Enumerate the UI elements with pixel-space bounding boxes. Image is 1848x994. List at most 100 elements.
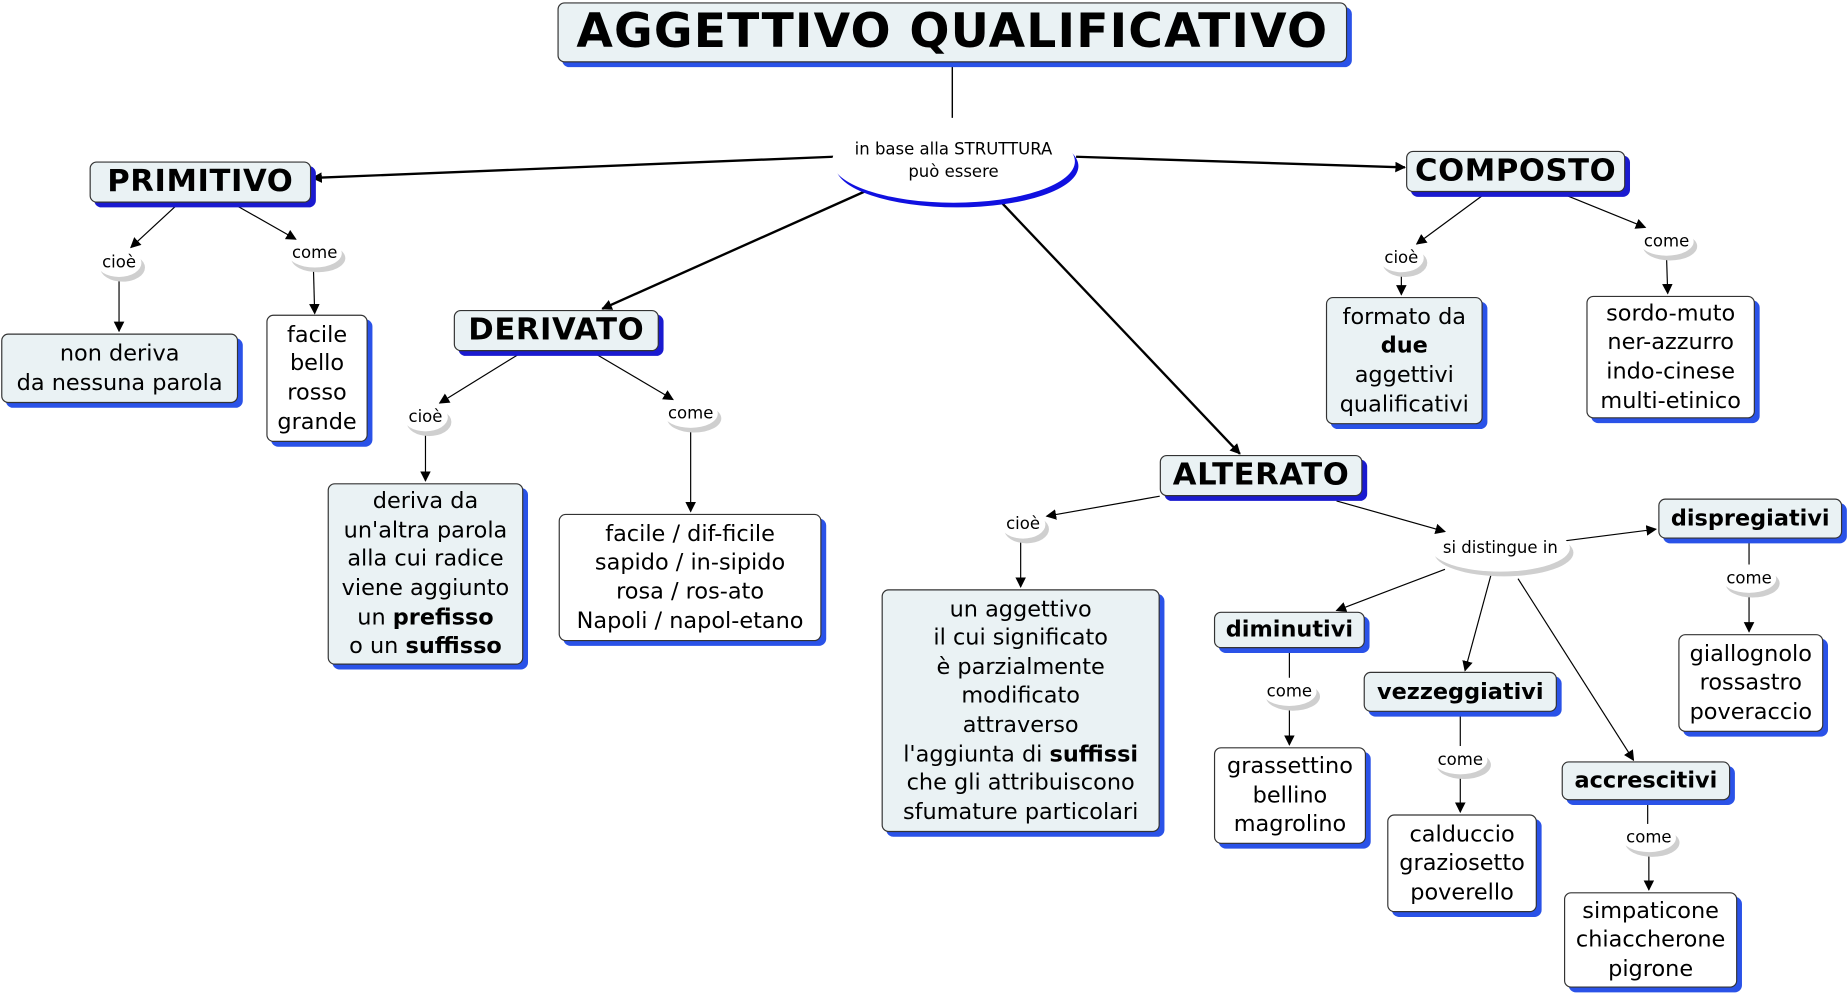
connector-arrow (601, 188, 870, 310)
connector-arrow (1563, 193, 1647, 229)
linking-phrase-der-come: come (663, 399, 718, 428)
node-text-line: può essere (908, 162, 999, 182)
node-text-line: cioè (1006, 515, 1040, 534)
concept-primitivo[interactable]: PRIMITIVO (89, 161, 312, 203)
node-text-line: multi-etinico (1600, 387, 1741, 414)
node-text-line: poveraccio (1689, 698, 1813, 725)
node-text-line: pigrone (1608, 955, 1694, 982)
node-text-line: un'altra parola (343, 517, 508, 544)
connector-arrow (1517, 578, 1635, 762)
node-text-line: simpaticone (1582, 897, 1719, 924)
concept-title[interactable]: AGGETTIVO QUALIFICATIVO (557, 2, 1348, 63)
concept-alterato[interactable]: ALTERATO (1159, 454, 1363, 497)
linking-phrase-prim-come: come (287, 239, 342, 268)
connector-arrow (311, 155, 834, 183)
linking-phrase-comp-come: come (1639, 227, 1694, 256)
connector-arrow (1415, 193, 1485, 245)
node-text-line: facile (286, 321, 348, 348)
text-segment: l'aggiunta di (903, 740, 1050, 767)
node-text-line: rosso (287, 379, 347, 406)
node-text-line: come (291, 243, 338, 263)
bold-text-segment: suffisso (405, 633, 502, 660)
node-text-line: ner-azzurro (1607, 329, 1734, 356)
node-text-line: grande (277, 408, 357, 435)
concept-accrescitivi[interactable]: accrescitivi (1561, 761, 1731, 801)
node-text-line: bello (289, 350, 345, 377)
node-text-line: un prefisso (357, 603, 493, 632)
node-text-line: vezzeggiativi (1377, 678, 1544, 705)
concept-dispregiativi[interactable]: dispregiativi (1658, 498, 1843, 539)
node-text-line: COMPOSTO (1415, 153, 1617, 189)
concept-diminutivi[interactable]: diminutivi (1213, 611, 1365, 649)
bold-text-segment: suffissi (1049, 740, 1139, 767)
node-text-line: dispregiativi (1670, 505, 1830, 532)
node-text-line: cioè (102, 253, 136, 273)
node-text-line: PRIMITIVO (107, 164, 294, 200)
linking-phrase-disp-come: come (1721, 564, 1777, 593)
node-text-line: in base alla STRUTTURA (854, 140, 1053, 160)
linking-phrase-prim-cioe: cioè (96, 248, 142, 277)
linking-phrase-si-distingue: si distingue in (1430, 524, 1570, 572)
node-text-line: calduccio (1409, 821, 1515, 847)
connector-arrow (1335, 568, 1446, 613)
node-text-line: formato da (1342, 303, 1467, 330)
node-text-line: l'aggiunta di suffissi (903, 740, 1138, 769)
connector-arrow (1076, 155, 1406, 173)
connector-arrow (1462, 575, 1492, 672)
bold-text-segment: prefisso (392, 604, 494, 631)
connector-arrow (594, 353, 674, 401)
node-text-line: aggettivi (1354, 361, 1454, 388)
node-text-line: è parzialmente (936, 653, 1105, 680)
node-text-line: attraverso (962, 711, 1079, 738)
node-text-line: indo-cinese (1606, 358, 1736, 385)
bold-text-segment: due (1380, 332, 1428, 359)
node-text-line: sfumature particolari (902, 798, 1139, 825)
node-text-line: come (667, 404, 714, 424)
node-text-line: AGGETTIVO QUALIFICATIVO (576, 4, 1329, 60)
concept-derivato[interactable]: DERIVATO (453, 309, 659, 352)
node-text-line: due (1381, 332, 1428, 361)
node-text-line: diminutivi (1225, 616, 1354, 643)
connector-arrow (309, 271, 320, 315)
node-text-line: un aggettivo (949, 595, 1092, 622)
node-text-line: Napoli / napol-etano (576, 607, 804, 634)
node-text-line: ALTERATO (1172, 457, 1350, 493)
connector-arrow (130, 204, 178, 249)
concept-composto[interactable]: COMPOSTO (1406, 150, 1626, 193)
node-text-line: come (1643, 232, 1690, 252)
linking-phrase-dim-come: come (1262, 677, 1317, 706)
linking-phrase-acc-come: come (1621, 823, 1676, 853)
node-text-line: deriva da (372, 488, 479, 515)
node-text-line: accrescitivi (1574, 767, 1718, 794)
node-text-line: DERIVATO (468, 312, 645, 348)
node-text-line: graziosetto (1399, 850, 1525, 876)
node-text-line: si distingue in (1442, 538, 1558, 558)
node-text-line: facile / dif-ficile (605, 520, 775, 547)
node-text-line: chiaccherone (1575, 926, 1726, 953)
node-text-line: da nessuna parola (16, 369, 223, 396)
node-text-line: grassettino (1226, 753, 1353, 780)
node-text-line: che gli attribuiscono (906, 769, 1135, 796)
connector-arrow (438, 353, 521, 404)
node-text-line: sordo-muto (1606, 300, 1736, 327)
linking-phrase-vez-come: come (1433, 746, 1488, 775)
linking-phrase-alt-cioe: cioè (1000, 510, 1046, 539)
node-text-line: giallognolo (1689, 640, 1812, 667)
node-text-line: sapido / in-sipido (594, 549, 786, 576)
concept-vezzeggiativi[interactable]: vezzeggiativi (1363, 671, 1557, 712)
node-text-line: bellino (1252, 782, 1328, 809)
node-text-line: cioè (1384, 248, 1419, 268)
node-text-line: viene aggiunto (341, 575, 510, 602)
